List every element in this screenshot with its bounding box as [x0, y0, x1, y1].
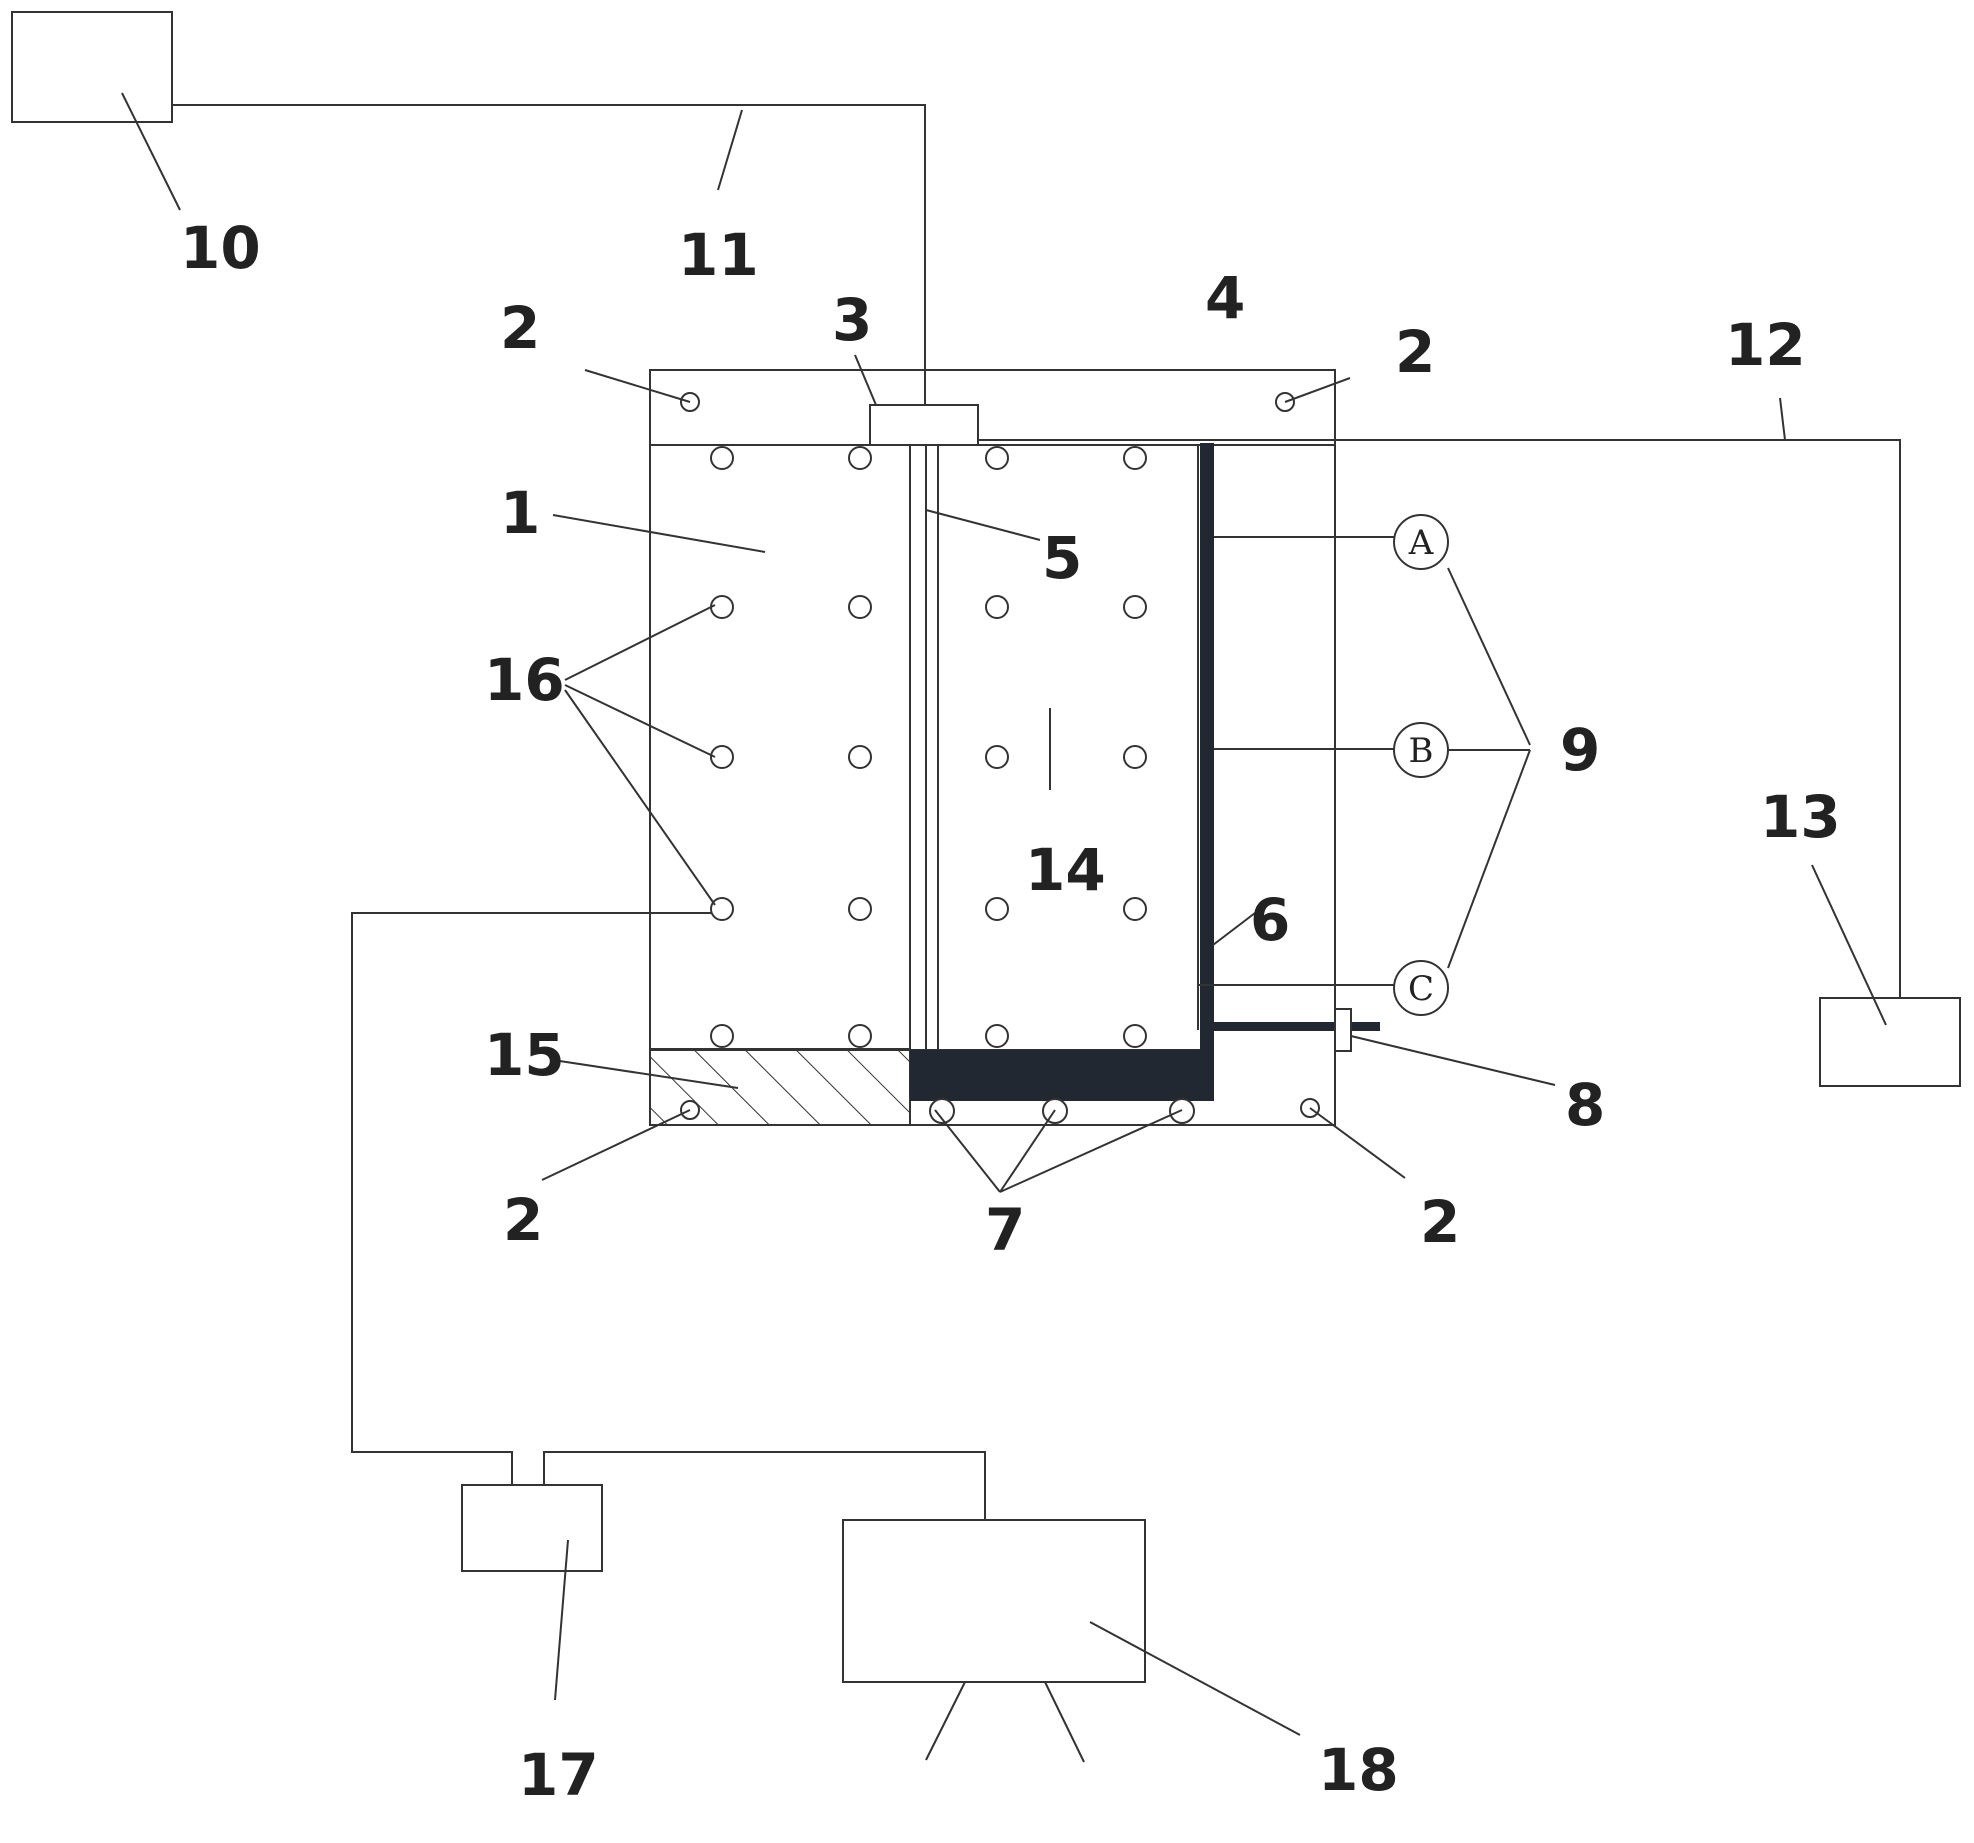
box-18: [842, 1519, 1146, 1683]
label-12: 12: [1725, 311, 1806, 379]
label-15: 15: [484, 1021, 565, 1089]
sensor-grid-16: [710, 446, 1147, 1048]
label-6: 6: [1250, 886, 1290, 954]
rod-5: [909, 445, 939, 1050]
beam-8: [1214, 1022, 1380, 1031]
stand-legs: [925, 1681, 1085, 1763]
label-3: 3: [832, 286, 872, 354]
sensor-a-label: A: [1408, 523, 1434, 563]
sensor-b-label: B: [1409, 731, 1434, 771]
label-13: 13: [1760, 783, 1841, 851]
leader-lines: [121, 92, 1887, 1736]
sensor-a: A: [1214, 514, 1449, 570]
box-13: [1819, 997, 1961, 1087]
box-17: [461, 1484, 603, 1572]
rollers-7: [929, 1098, 1195, 1124]
label-2-bottom-right: 2: [1420, 1188, 1460, 1256]
label-14: 14: [1025, 836, 1106, 904]
label-1: 1: [500, 479, 540, 547]
label-5: 5: [1042, 524, 1082, 592]
soil-box: [649, 444, 1211, 1051]
connector-8: [1334, 1008, 1352, 1052]
label-7: 7: [985, 1196, 1025, 1264]
label-11: 11: [678, 221, 759, 289]
sensor-c: C: [1198, 960, 1449, 1016]
cable-17-sensor: [351, 912, 722, 1485]
label-2-bottom-left: 2: [503, 1186, 543, 1254]
sensor-c-label: C: [1408, 969, 1434, 1009]
box-10: [11, 11, 173, 123]
sensor-b: B: [1214, 722, 1449, 778]
loading-device-3: [869, 404, 979, 446]
label-8: 8: [1565, 1071, 1605, 1139]
label-18: 18: [1318, 1736, 1399, 1804]
wall-6-stem: [1200, 443, 1214, 1101]
label-4: 4: [1205, 264, 1245, 332]
label-10: 10: [180, 214, 261, 282]
label-17: 17: [518, 1741, 599, 1809]
label-9: 9: [1560, 716, 1600, 784]
label-2-top-right: 2: [1395, 318, 1435, 386]
label-2-top-left: 2: [500, 294, 540, 362]
cable-11: [172, 104, 926, 404]
wall-6-base: [910, 1050, 1214, 1101]
cable-17-18: [543, 1451, 986, 1520]
cable-12: [978, 439, 1901, 998]
label-16: 16: [484, 646, 565, 714]
